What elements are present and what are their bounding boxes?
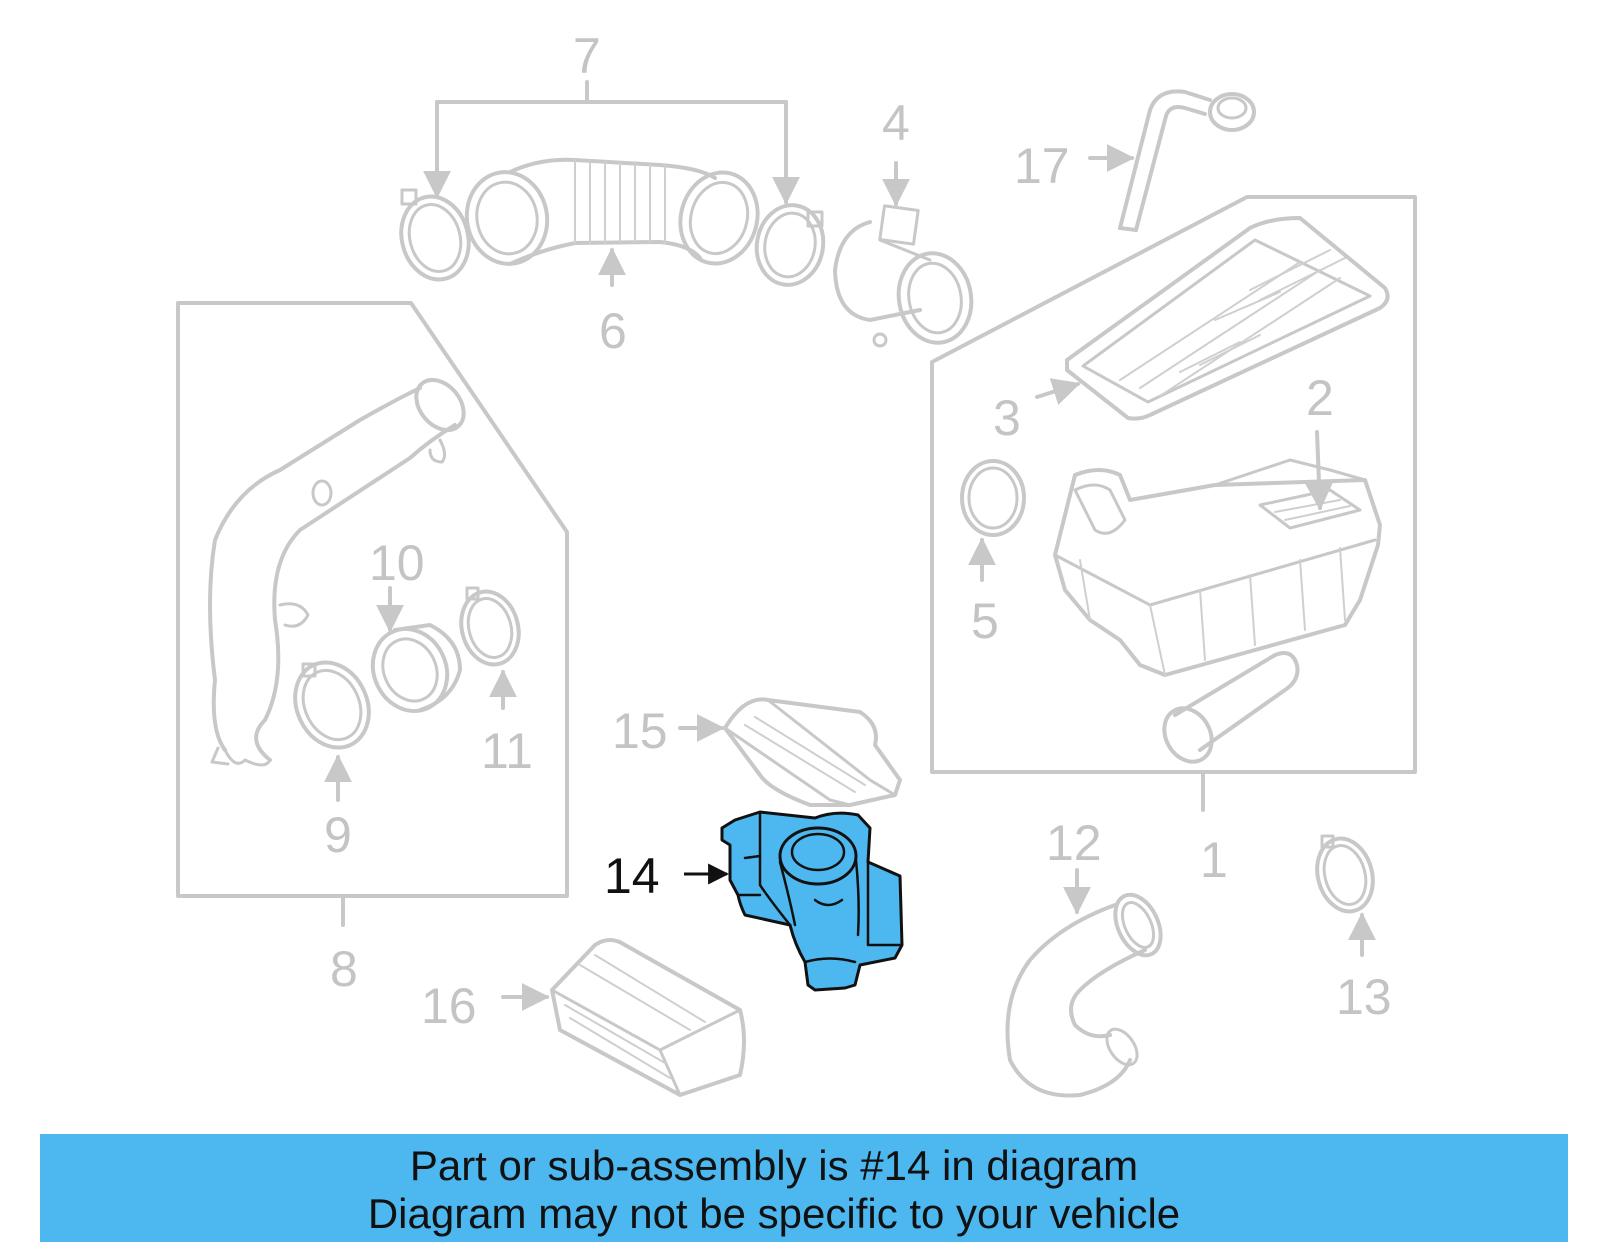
intake-hose-6 [464, 157, 760, 266]
callout-13: 13 [1336, 969, 1392, 1025]
coupler-10 [370, 623, 462, 713]
callout-3: 3 [993, 390, 1021, 446]
callout-12: 12 [1046, 815, 1102, 871]
arrow-2 [1305, 430, 1333, 511]
clamp-7-left [399, 188, 471, 282]
group-box-8 [176, 301, 569, 898]
callout-11: 11 [481, 723, 533, 779]
seal-ring-5 [960, 459, 1026, 537]
duct-16 [550, 938, 746, 1097]
airbox-lower-1 [1053, 458, 1382, 764]
callout-9: 9 [324, 807, 352, 863]
clamp-13 [1315, 834, 1375, 914]
hose-12 [1005, 892, 1163, 1098]
callout-10: 10 [369, 535, 425, 591]
callout-7: 7 [573, 28, 601, 84]
breather-tube-17 [1118, 89, 1256, 232]
callout-14: 14 [604, 848, 660, 904]
callout-4: 4 [882, 95, 910, 151]
clamp-9 [293, 660, 371, 750]
info-banner: Part or sub-assembly is #14 in diagram D… [40, 1134, 1568, 1242]
duct-cover-15 [723, 697, 902, 807]
callout-17: 17 [1014, 138, 1070, 194]
callout-1: 1 [1200, 832, 1228, 888]
clamp-11 [459, 586, 521, 667]
callout-8: 8 [330, 941, 358, 997]
bracket-7 [423, 80, 800, 205]
clamp-7-right [754, 203, 826, 287]
callout-15: 15 [612, 703, 668, 759]
hose-8 [208, 377, 466, 767]
airbox-lid-3 [1065, 216, 1390, 421]
group-box-1 [930, 195, 1417, 774]
arrow-3 [1035, 378, 1081, 405]
callout-5: 5 [971, 593, 999, 649]
callout-2: 2 [1306, 370, 1334, 426]
banner-line-1: Part or sub-assembly is #14 in diagram [409, 1142, 1139, 1189]
callout-16: 16 [421, 978, 477, 1034]
callout-6: 6 [599, 303, 627, 359]
air-intake-housing-14 [720, 810, 904, 992]
maf-sensor-4 [833, 204, 974, 348]
banner-line-2: Diagram may not be specific to your vehi… [367, 1190, 1181, 1237]
